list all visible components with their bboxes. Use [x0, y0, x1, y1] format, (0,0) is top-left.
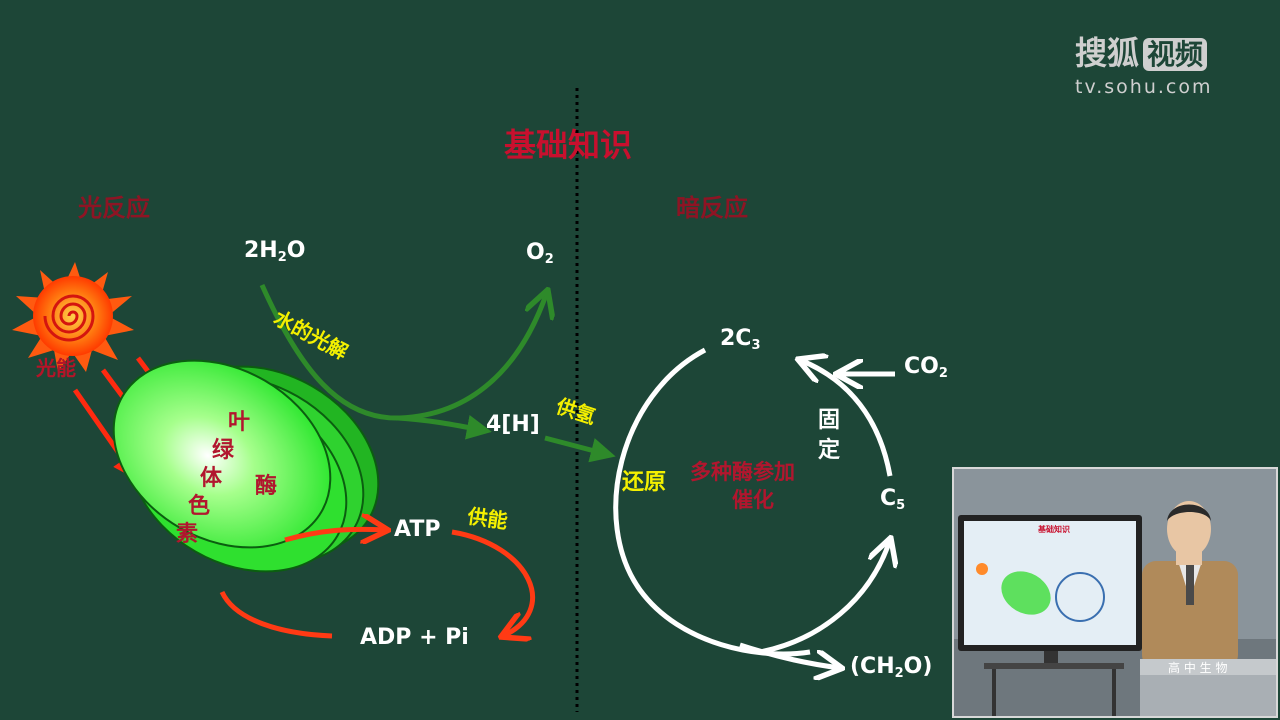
pigment-label-1: 叶: [228, 410, 251, 435]
pigment-label-5: 素: [176, 522, 199, 547]
atp-to-adp-arrow: [451, 529, 535, 636]
reduction-label: 还原: [622, 470, 667, 495]
sun-icon: [12, 262, 134, 372]
fixation-arc: [800, 360, 893, 477]
light-reaction-label: 光反应: [78, 194, 150, 222]
hydrogen-label: 4[H]: [486, 412, 540, 437]
adp-return-arrow: [219, 590, 333, 639]
oxygen-formula: O2: [526, 240, 554, 267]
page-title: 基础知识: [504, 126, 633, 164]
dark-reaction-label: 暗反应: [676, 194, 748, 222]
water-formula: 2H2O: [244, 238, 306, 265]
classroom-scene: [954, 469, 1276, 716]
supply-energy-label: 供能: [466, 503, 510, 534]
atp-formation-arrow: [284, 529, 386, 540]
sohu-logo: 搜狐视频 tv.sohu.com: [1075, 28, 1212, 98]
regeneration-arc: [759, 540, 890, 655]
co2-formula: CO2: [904, 354, 948, 381]
adp-label: ADP + Pi: [360, 625, 469, 650]
c5-formula: C5: [880, 486, 906, 513]
ch2o-arrow: [739, 642, 840, 668]
fixation-label-1: 固: [818, 408, 841, 433]
fixation-label-2: 定: [818, 438, 841, 463]
enzymes-label-1: 多种酶参加: [690, 460, 795, 484]
brand-text: 搜狐: [1075, 34, 1140, 72]
pigment-label-3: 体: [200, 466, 223, 491]
enzyme-label: 酶: [255, 474, 278, 499]
screen-title: 基础知识: [1038, 525, 1070, 534]
supply-hydrogen-arrow: [544, 435, 616, 463]
enzymes-label-2: 催化: [732, 488, 774, 512]
atp-label: ATP: [394, 517, 441, 542]
ch2o-formula: (CH2O): [850, 654, 933, 681]
hydrogen-arrow: [397, 414, 492, 440]
instructor-video-inset: 基础知识 高 中 生 物: [952, 467, 1278, 718]
reduction-arc: [613, 347, 811, 657]
c3-formula: 2C3: [720, 326, 761, 353]
chloroplast-icon: [112, 359, 380, 573]
pigment-label-2: 绿: [212, 438, 235, 463]
brand-badge: 视频: [1143, 38, 1208, 71]
desk-label: 高 中 生 物: [1168, 661, 1228, 675]
pigment-label-4: 色: [188, 494, 211, 519]
brand-url: tv.sohu.com: [1075, 76, 1213, 98]
sun-label: 光能: [36, 356, 76, 380]
